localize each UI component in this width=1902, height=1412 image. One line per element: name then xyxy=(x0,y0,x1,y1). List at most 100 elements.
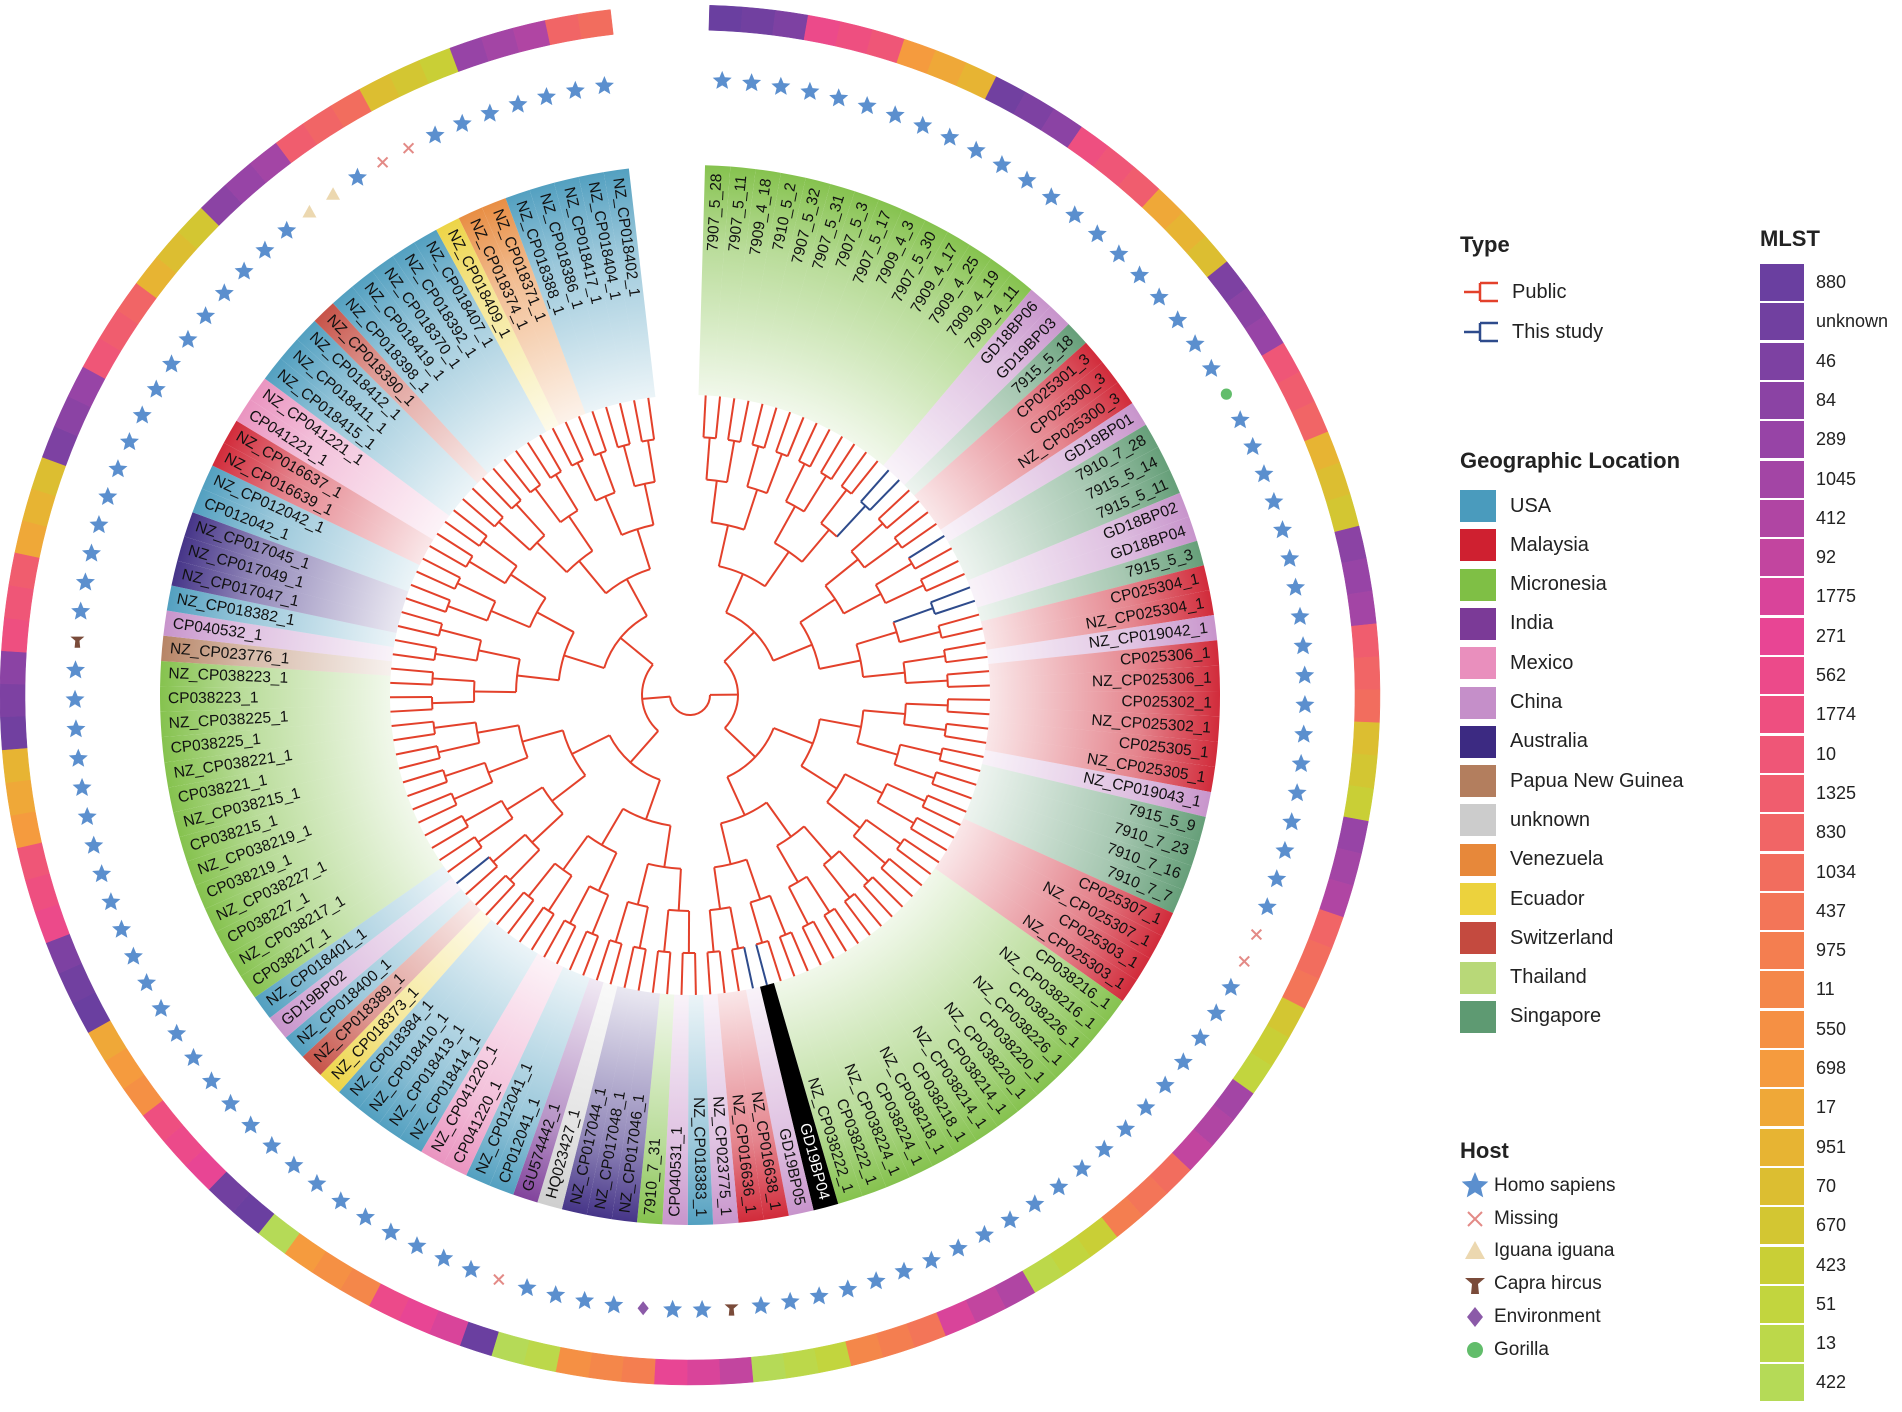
star-icon xyxy=(101,892,120,910)
star-icon xyxy=(858,96,877,114)
star-icon xyxy=(1462,1172,1489,1197)
tree-branch xyxy=(946,657,988,662)
cross-icon xyxy=(404,143,414,153)
tree-branch xyxy=(939,615,979,626)
cross-icon xyxy=(494,1275,504,1285)
triangle-icon xyxy=(1465,1241,1485,1259)
mlst-legend-item: 437 xyxy=(1760,892,1846,931)
mlst-ring-segment xyxy=(783,1348,819,1378)
goat-icon xyxy=(1465,1278,1485,1294)
tree-branch xyxy=(479,650,520,659)
star-icon xyxy=(781,1292,800,1310)
tip-label: NZ_CP018383_1 xyxy=(690,1097,709,1217)
color-swatch xyxy=(1760,382,1804,419)
geo-legend-label: Switzerland xyxy=(1510,927,1613,950)
mlst-ring-segment xyxy=(0,684,25,717)
mlst-legend-item: 92 xyxy=(1760,538,1836,577)
geo-legend-item: unknown xyxy=(1460,804,1590,836)
host-legend-title: Host xyxy=(1460,1138,1509,1164)
tree-branch xyxy=(876,563,912,584)
cross-icon xyxy=(1252,930,1262,940)
tree-branch xyxy=(780,937,795,976)
tree-branch xyxy=(804,476,826,512)
tree-branch xyxy=(592,411,606,451)
tree-branch xyxy=(720,951,725,993)
geo-legend-label: unknown xyxy=(1510,809,1590,832)
star-icon xyxy=(98,487,117,505)
geo-legend-label: Thailand xyxy=(1510,966,1587,989)
tree-branch xyxy=(893,608,933,622)
tree-branch xyxy=(926,574,964,591)
star-icon xyxy=(120,432,139,450)
mlst-legend-label: 422 xyxy=(1816,1372,1846,1393)
tree-branch xyxy=(904,656,946,662)
geo-legend-item: China xyxy=(1460,687,1562,719)
mlst-ring-segment xyxy=(545,14,582,45)
star-icon xyxy=(1294,636,1313,654)
tree-branch xyxy=(728,398,734,440)
star-icon xyxy=(76,572,95,590)
tree-branch xyxy=(777,846,798,882)
star-icon xyxy=(1186,334,1205,352)
tree-branch xyxy=(664,826,670,868)
mlst-legend-item: 422 xyxy=(1760,1363,1846,1402)
tree-branch xyxy=(474,691,516,692)
tree-branch xyxy=(491,611,530,627)
mlst-ring-segment xyxy=(2,748,30,783)
tree-branch xyxy=(569,516,593,551)
star-icon xyxy=(348,168,367,186)
star-icon xyxy=(508,95,527,113)
tree-branch xyxy=(522,730,562,741)
tree-branch xyxy=(894,765,934,779)
study-branch-icon xyxy=(1462,321,1500,343)
tree-branch xyxy=(788,417,804,456)
star-icon xyxy=(1243,437,1262,455)
mlst-ring-segment xyxy=(1351,624,1378,658)
geo-legend-label: Mexico xyxy=(1510,652,1573,675)
tree-branch xyxy=(747,860,761,900)
star-icon xyxy=(162,354,181,372)
tree-branch xyxy=(579,416,595,455)
mlst-ring-segment xyxy=(9,552,40,589)
geo-legend-item: Malaysia xyxy=(1460,529,1589,561)
tree-branch xyxy=(529,864,555,897)
diamond-icon xyxy=(1460,1302,1490,1332)
tree-branch xyxy=(947,712,989,715)
mlst-ring-segment xyxy=(4,585,33,621)
tree-branch xyxy=(786,464,805,502)
tree-branch xyxy=(801,766,836,789)
tree-branch xyxy=(620,403,630,444)
geo-legend-item: Venezuela xyxy=(1460,844,1603,876)
color-swatch xyxy=(1760,1247,1804,1284)
mlst-legend-label: 1034 xyxy=(1816,862,1856,883)
tree-branch xyxy=(411,585,450,600)
mlst-legend-label: unknown xyxy=(1816,311,1888,332)
geo-legend-label: India xyxy=(1510,612,1553,635)
tree-branch xyxy=(433,678,475,681)
star-icon xyxy=(1258,897,1277,915)
tree-branch xyxy=(942,629,983,638)
tree-branch xyxy=(507,787,543,809)
tree-branch xyxy=(765,552,789,587)
geo-legend-item: Micronesia xyxy=(1460,569,1607,601)
tree-branch xyxy=(899,632,940,642)
color-swatch xyxy=(1760,1129,1804,1166)
tree-branch xyxy=(556,475,578,511)
star-icon xyxy=(913,116,932,134)
goat-icon xyxy=(725,1304,739,1315)
tree-branch xyxy=(800,599,835,622)
mlst-ring-segment xyxy=(1337,817,1368,854)
star-icon xyxy=(147,379,166,397)
color-swatch xyxy=(1760,893,1804,930)
tree-branch xyxy=(438,743,479,752)
color-swatch xyxy=(1760,421,1804,458)
mlst-legend-label: 1325 xyxy=(1816,783,1856,804)
mlst-legend-item: 670 xyxy=(1760,1206,1846,1245)
tree-branch xyxy=(861,470,889,501)
host-legend-item: Environment xyxy=(1460,1301,1601,1333)
tree-branch xyxy=(432,702,474,703)
tree-branch xyxy=(579,561,606,593)
tip-label: CP025302_1 xyxy=(1121,693,1212,711)
color-swatch xyxy=(1760,775,1804,812)
